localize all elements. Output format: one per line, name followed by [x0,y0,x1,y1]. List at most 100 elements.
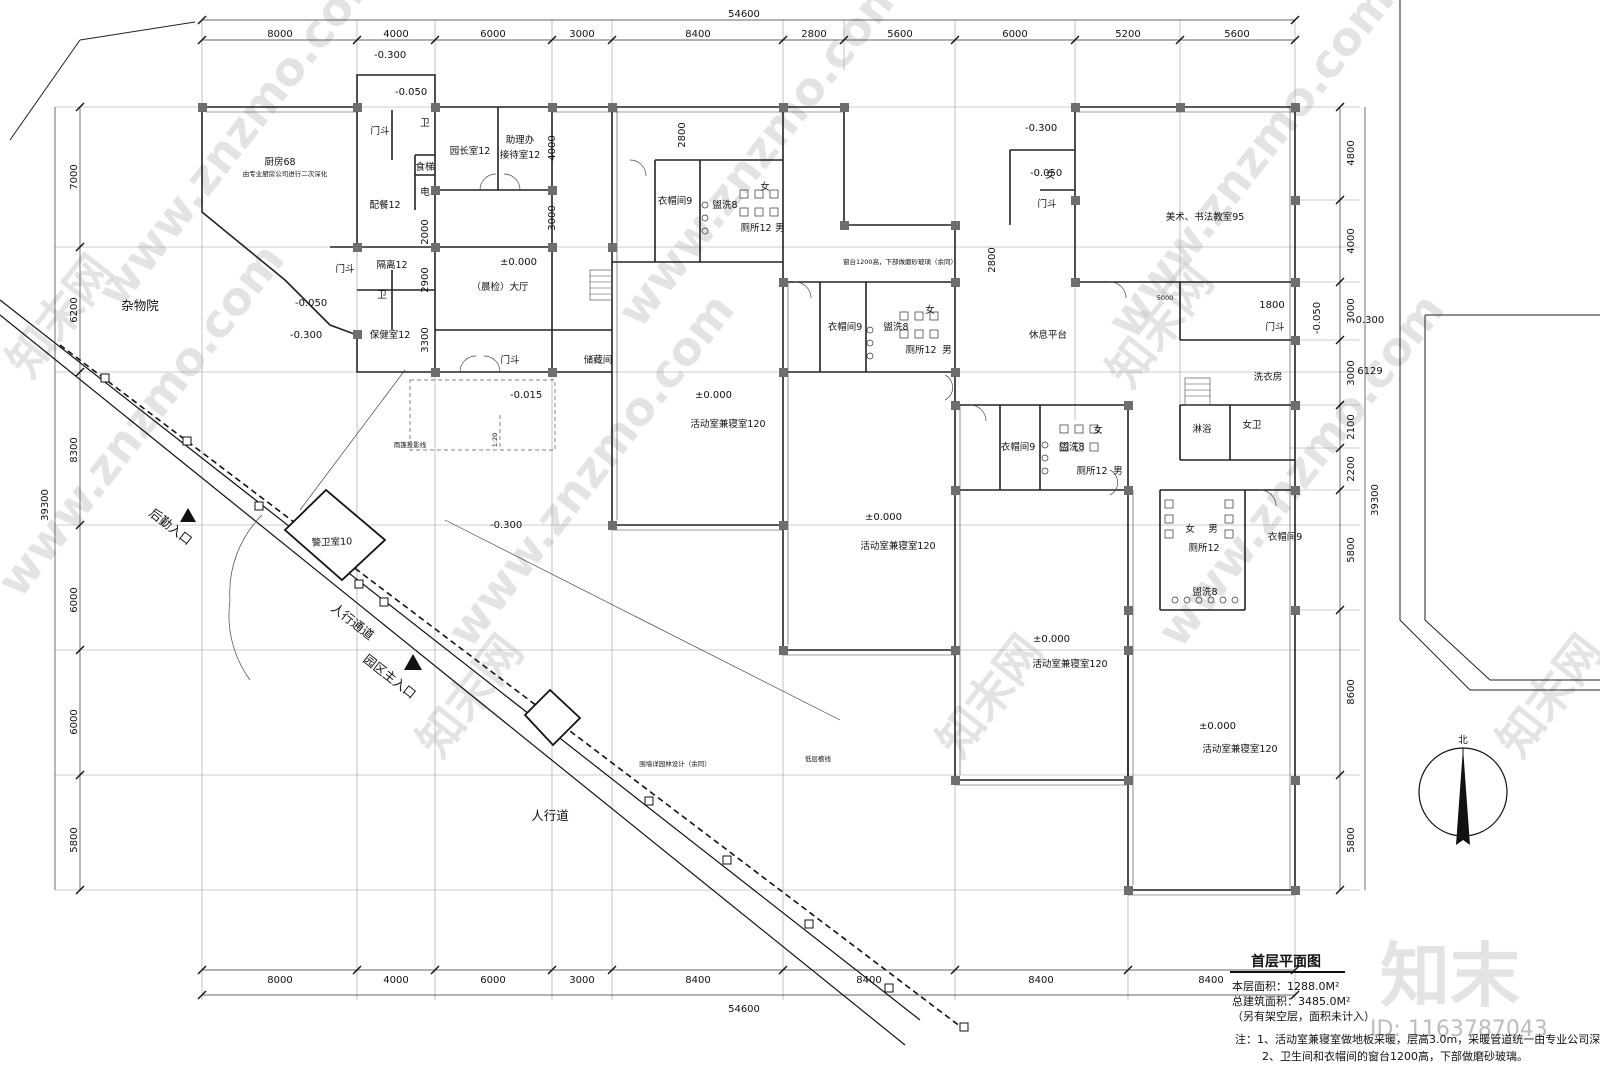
room-toilet: 厕所12 [1076,466,1107,477]
stairs [589,269,1211,406]
room-health: 保健室12 [370,329,411,341]
room-male: 男 [1208,524,1218,535]
left-dimensions: 39300 7000 6200 8300 6000 6000 5800 [40,164,80,852]
right-dimensions: 39300 4800 4000 3000 3000 2100 2200 5800… [1346,140,1381,852]
note-line-1: 注：1、活动室兼寝室做地板采暖，层高3.0m，采暖管道统一由专业公司深化设计。 [1235,1032,1600,1046]
inner-dimension: 3300 [420,327,431,352]
watermark-url: www.znzmo.com [436,283,745,657]
room-vestibule: 门斗 [500,354,519,366]
inner-dimension: 2000 [420,219,431,244]
watermark-url: www.znzmo.com [606,0,915,337]
level-mark: ±0.000 [500,257,537,268]
room-vestibule: 门斗 [335,263,354,275]
sidewalk-label: 人行道 [531,808,569,823]
room-activity: 活动室兼寝室120 [860,540,935,552]
floor-area: 本层面积：1288.0M² [1232,979,1339,993]
dimension-label: 7000 [69,164,80,189]
dimension-label: 8000 [267,975,292,986]
dimension-label: 5800 [1346,827,1357,852]
note-line-2: 2、卫生间和衣帽间的窗台1200高，下部做磨砂玻璃。 [1262,1049,1528,1063]
dimension-label: 5800 [1346,537,1357,562]
inner-dimension: 2800 [987,247,998,272]
level-mark: ±0.000 [865,512,902,523]
dimension-label: 4000 [383,29,408,40]
dimension-label: 8400 [1028,975,1053,986]
title-block: 首层平面图 本层面积：1288.0M² 总建筑面积：3485.0M² （另有架空… [1230,953,1375,1023]
dimension-label: 2100 [1346,414,1357,439]
dimension-label: 5200 [1115,29,1140,40]
structural-columns [198,103,1300,895]
level-mark: -0.300 [290,330,322,341]
watermark-id: ID: 1163787043 [1370,1017,1548,1042]
toilet-fixtures [701,189,1239,604]
site-boundary [9,0,1600,691]
room-storage: 储藏间 [584,354,613,366]
inner-dimension: 3000 [547,205,558,230]
total-area: 总建筑面积：3485.0M² [1232,994,1350,1008]
room-director: 园长室12 [450,145,491,157]
dimension-label: 3000 [569,29,594,40]
room-assistant: 助理办 [506,134,535,146]
room-female: 女 [1045,169,1055,181]
notes: 注：1、活动室兼寝室做地板采暖，层高3.0m，采暖管道统一由专业公司深化设计。 … [1235,1032,1600,1063]
main-entrance-label: 园区主入口 [361,651,419,701]
dimension-label: 6000 [480,975,505,986]
inner-dimension: 4000 [547,135,558,160]
level-mark: -0.050 [1312,302,1323,334]
guard-room: 警卫室10 [311,535,352,548]
dimension-label: 8400 [685,975,710,986]
room-washroom: 盥洗8 [1192,586,1217,598]
top-dimensions: 54600 8000 4000 6000 3000 8400 2800 5600… [267,9,1249,40]
watermark-layer: www.znzmo.com www.znzmo.com www.znzmo.co… [0,0,1600,767]
entrance-arcs [228,369,841,721]
dimension-label: 6000 [1002,29,1027,40]
dimension-label: 8400 [685,29,710,40]
level-mark: -0.015 [510,390,542,401]
dimension-label: 3000 [1346,360,1357,385]
room-female-wc: 女卫 [1242,419,1262,431]
room-activity: 活动室兼寝室120 [1202,743,1277,755]
dimension-label: 6000 [480,29,505,40]
room-art: 美术、书法教室95 [1166,211,1245,223]
room-female: 女 [1093,424,1103,436]
entrance-arrows [180,508,422,670]
room-washroom: 盥洗8 [883,321,908,333]
room-washroom: 盥洗8 [712,199,737,211]
inner-dimension: 2800 [677,122,688,147]
window-lines [206,107,1295,896]
watermark-url: www.znzmo.com [1146,283,1455,657]
window-note: 窗台1200高，下部做磨砂玻璃（余同） [843,257,957,266]
room-isolation: 隔离12 [376,259,407,271]
watermark-brand: 知末网 [926,625,1054,767]
room-activity: 活动室兼寝室120 [1032,658,1107,670]
room-shower: 淋浴 [1192,423,1212,435]
dimension-label: 8000 [267,29,292,40]
kitchen-note: 由专业厨房公司进行二次深化 [243,169,328,178]
level-mark: ±0.000 [695,390,732,401]
dimension-label: 5800 [69,827,80,852]
dimension-label: 4000 [383,975,408,986]
dimension-label: 2200 [1346,456,1357,481]
roof-line-label: 低层檐线 [805,754,832,763]
inner-dimension: 5000 [1157,294,1174,302]
room-male: 男 [942,345,952,356]
dimension-label: 8600 [1346,679,1357,704]
watermark-url: www.znzmo.com [1096,0,1405,347]
level-mark: -0.300 [374,50,406,61]
room-cloak: 衣帽间9 [828,321,863,333]
room-serving: 配餐12 [369,199,400,211]
level-mark: -0.050 [395,87,427,98]
room-female: 女 [925,304,935,316]
level-mark: ±0.000 [1033,634,1070,645]
room-wc: 卫 [420,118,430,129]
watermark-logo: 知末 [1380,935,1520,1017]
canopy-line-label: 雨篷投影线 [394,440,427,449]
level-mark: -0.300 [1352,315,1384,326]
sundry-yard: 杂物院 [121,298,159,313]
watermark-brand: 知末网 [1486,625,1600,767]
road-edges [0,299,921,1046]
room-electric: 电 [420,186,430,198]
dimension-label: 6200 [69,297,80,322]
room-washroom: 盥洗8 [1059,441,1084,453]
room-toilet: 厕所12 [1188,543,1219,554]
